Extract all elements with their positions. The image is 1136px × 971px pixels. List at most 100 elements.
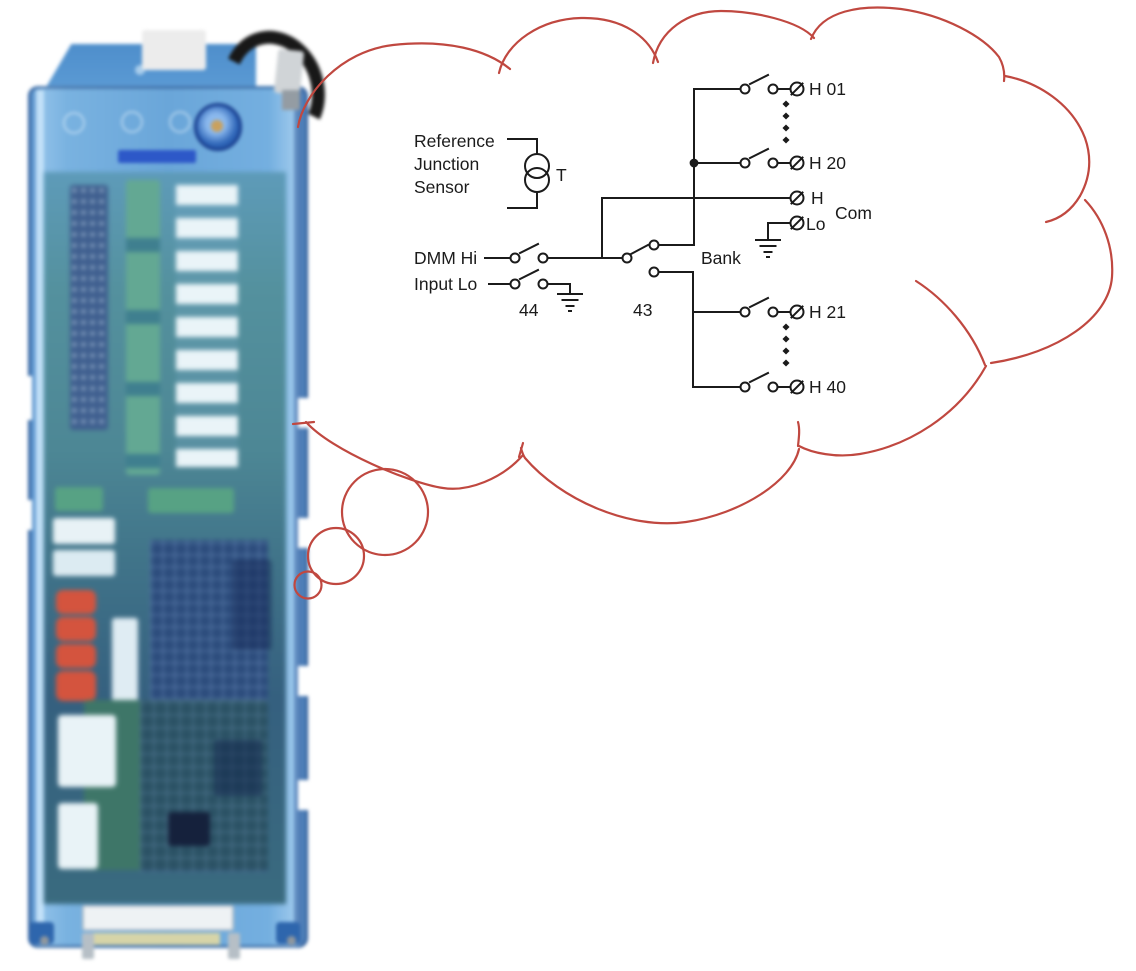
thought-trail-bubble-medium — [306, 526, 366, 586]
sensor-bracket — [507, 138, 538, 209]
module-edge-notch — [20, 376, 32, 420]
switch-contact — [767, 83, 779, 95]
label-lo-com: Lo — [806, 214, 825, 234]
module-label-bar — [118, 150, 196, 163]
label-t: T — [556, 165, 567, 185]
label-input-lo: Input Lo — [414, 274, 477, 294]
cloud-tick — [796, 420, 801, 448]
channel-switch-h21 — [739, 296, 805, 320]
label-reference: Reference — [414, 131, 495, 151]
switch-blade — [748, 371, 770, 384]
switch-blade — [748, 296, 770, 309]
terminal-h-com — [789, 190, 805, 206]
switch-contact — [739, 306, 751, 318]
cloud-tick — [517, 441, 525, 459]
pcb-dark-component — [232, 560, 272, 650]
label-switch-44: 44 — [519, 300, 539, 320]
module-screw-knob — [194, 103, 242, 151]
schematic-labels: Reference Junction Sensor T DMM Hi Input… — [414, 79, 872, 397]
terminal-slash — [790, 380, 804, 394]
module-latch — [208, 17, 340, 161]
module-case-body — [28, 86, 308, 948]
switch-contact — [767, 381, 779, 393]
ground-icon — [755, 239, 781, 258]
module-bottom-connector — [82, 905, 234, 931]
cloud-bump — [1003, 74, 1091, 198]
pcb-white-component — [112, 618, 138, 702]
wire-to-h-com — [601, 197, 791, 259]
pcb-red-component — [56, 590, 96, 614]
terminal-slash — [790, 82, 804, 96]
channel-ellipsis-top — [782, 100, 790, 144]
switch-blade — [629, 243, 650, 256]
bank-bus-top — [658, 88, 741, 246]
cloud-bump — [989, 198, 1114, 365]
switch-contact — [537, 252, 549, 264]
terminal-slash — [790, 156, 804, 170]
pcb-terminal-block — [148, 488, 234, 513]
sensor-circle — [524, 153, 550, 179]
switch-contact — [648, 239, 660, 251]
ground-icon — [557, 293, 583, 312]
switch-contact — [648, 266, 660, 278]
switch-blade — [518, 268, 540, 281]
terminal-h01 — [789, 81, 805, 97]
cloud-bump — [809, 6, 1006, 83]
label-h20: H 20 — [809, 153, 846, 173]
module-bottom-screw — [40, 936, 49, 945]
pcb-red-component — [56, 617, 96, 641]
switch-blade — [518, 242, 540, 255]
channel-switch-h20 — [739, 147, 805, 171]
cloud-spur — [914, 279, 987, 367]
terminal-h40 — [789, 379, 805, 395]
module-bottom-screw — [287, 936, 296, 945]
label-h-com: H — [811, 188, 824, 208]
module-left-edge-highlight — [36, 90, 44, 944]
module-top-hole — [135, 65, 145, 75]
label-bank: Bank — [701, 248, 741, 268]
cloud-curl — [1044, 194, 1082, 224]
terminal-h21 — [789, 304, 805, 320]
module-edge-notch — [298, 666, 312, 696]
channel-ellipsis-bottom — [782, 323, 790, 367]
label-h21: H 21 — [809, 302, 846, 322]
pcb-relay-bank — [176, 185, 238, 467]
wire — [488, 283, 571, 293]
module-pcb — [44, 172, 286, 904]
pcb-red-component — [56, 671, 96, 701]
cloud-bump — [304, 420, 525, 490]
input-lo-switch — [488, 268, 583, 312]
thought-trail-bubble-small — [293, 570, 323, 600]
pcb-white-component — [53, 518, 115, 544]
module-edge-notch — [298, 518, 312, 548]
pcb-red-component — [56, 644, 96, 668]
label-junction: Junction — [414, 154, 479, 174]
switch-contact — [621, 252, 633, 264]
terminal-slash — [790, 191, 804, 205]
pcb-white-component — [58, 715, 116, 787]
module-latch-block — [282, 90, 300, 110]
label-h01: H 01 — [809, 79, 846, 99]
switch-contact — [537, 278, 549, 290]
pcb-white-component — [53, 550, 115, 576]
module-edge-notch — [20, 500, 32, 530]
module-right-edge-shadow — [294, 90, 303, 944]
pcb-ic-chip — [168, 812, 210, 846]
cloud-bump — [797, 364, 988, 457]
switch-contact — [767, 157, 779, 169]
channel-switch-h40 — [739, 371, 805, 395]
module-embossed-circle — [121, 111, 143, 133]
junction-dot — [689, 158, 699, 168]
module-edge-notch — [298, 780, 312, 810]
schematic-lines — [484, 73, 805, 395]
label-dmm-hi: DMM Hi — [414, 248, 477, 268]
bank-bus-bottom — [658, 271, 741, 388]
module-edge-notch — [298, 398, 312, 428]
cloud-bump — [296, 42, 512, 129]
switch-contact — [739, 381, 751, 393]
terminal-slash — [790, 216, 804, 230]
switch-contact — [509, 278, 521, 290]
pcb-terminal-block — [55, 487, 103, 511]
